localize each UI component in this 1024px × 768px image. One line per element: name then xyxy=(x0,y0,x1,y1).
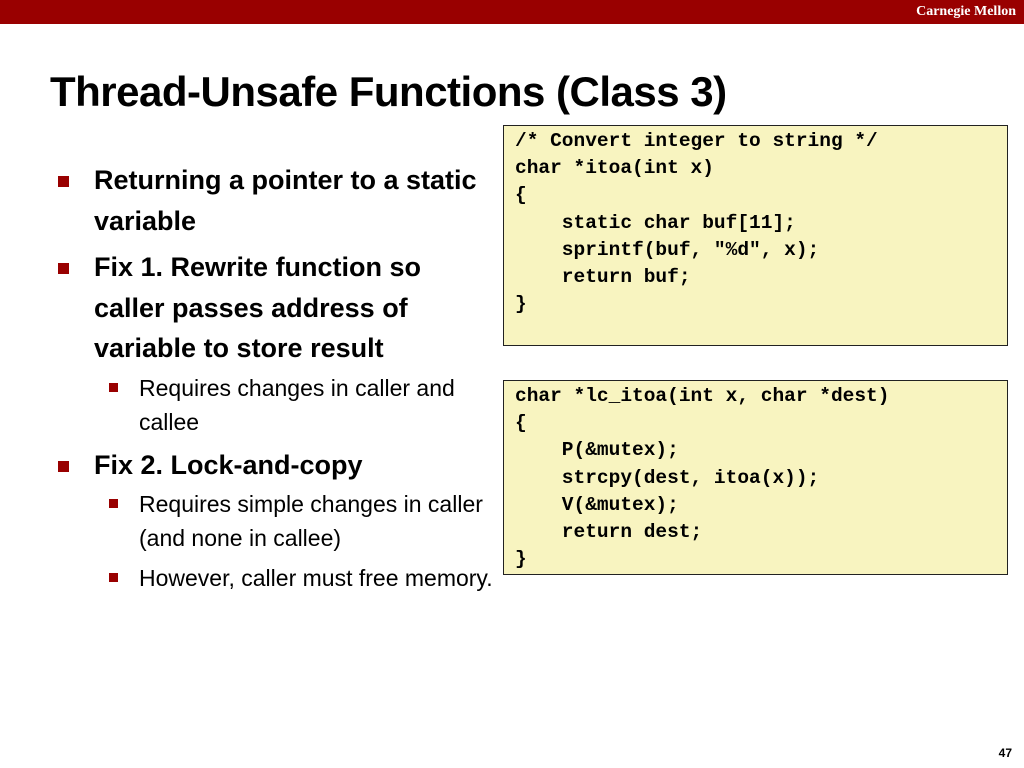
code-line: P(&mutex); xyxy=(515,439,679,462)
header-brand: Carnegie Mellon xyxy=(916,4,1016,19)
code-line: return dest; xyxy=(515,520,703,543)
sub-bullet-text: However, caller must free memory. xyxy=(139,565,493,591)
code-line: { xyxy=(515,184,527,207)
sub-bullet-text: Requires simple changes in caller (and n… xyxy=(139,491,483,551)
code-block-lc-itoa: char *lc_itoa(int x, char *dest) { P(&mu… xyxy=(503,380,1008,575)
bullet-item: Fix 1. Rewrite function so caller passes… xyxy=(54,247,494,439)
code-block-itoa: /* Convert integer to string */ char *it… xyxy=(503,125,1008,346)
code-line: static char buf[11]; xyxy=(515,211,796,234)
bullet-item: Fix 2. Lock-and-copy Requires simple cha… xyxy=(54,445,494,596)
code-line: } xyxy=(515,548,527,571)
page-number: 47 xyxy=(998,746,1012,760)
sub-bullet-item: However, caller must free memory. xyxy=(94,561,494,595)
code-line: } xyxy=(515,293,527,316)
sub-bullet-item: Requires changes in caller and callee xyxy=(94,371,494,439)
sub-bullet-list: Requires simple changes in caller (and n… xyxy=(94,487,494,595)
code-line: char *itoa(int x) xyxy=(515,157,714,180)
code-line: V(&mutex); xyxy=(515,493,679,516)
square-bullet-icon xyxy=(58,176,69,187)
sub-bullet-text: Requires changes in caller and callee xyxy=(139,374,455,435)
bullet-text: Fix 1. Rewrite function so caller passes… xyxy=(94,252,422,363)
code-line: sprintf(buf, "%d", x); xyxy=(515,238,820,261)
bullet-text: Fix 2. Lock-and-copy xyxy=(94,449,363,480)
sub-bullet-item: Requires simple changes in caller (and n… xyxy=(94,487,494,555)
square-sub-bullet-icon xyxy=(109,573,118,582)
bullet-list: Returning a pointer to a static variable… xyxy=(54,160,494,601)
square-bullet-icon xyxy=(58,263,69,274)
slide-title: Thread-Unsafe Functions (Class 3) xyxy=(50,68,727,115)
code-line: char *lc_itoa(int x, char *dest) xyxy=(515,385,890,407)
code-line: /* Convert integer to string */ xyxy=(515,130,878,152)
bullet-text: Returning a pointer to a static variable xyxy=(94,165,477,236)
code-line: { xyxy=(515,412,527,435)
header-bar: Carnegie Mellon xyxy=(0,0,1024,24)
square-bullet-icon xyxy=(58,460,69,472)
code-line: strcpy(dest, itoa(x)); xyxy=(515,466,820,489)
bullet-item: Returning a pointer to a static variable xyxy=(54,160,494,241)
code-line: return buf; xyxy=(515,265,691,288)
square-sub-bullet-icon xyxy=(109,499,118,508)
square-sub-bullet-icon xyxy=(109,382,118,392)
sub-bullet-list: Requires changes in caller and callee xyxy=(94,371,494,439)
